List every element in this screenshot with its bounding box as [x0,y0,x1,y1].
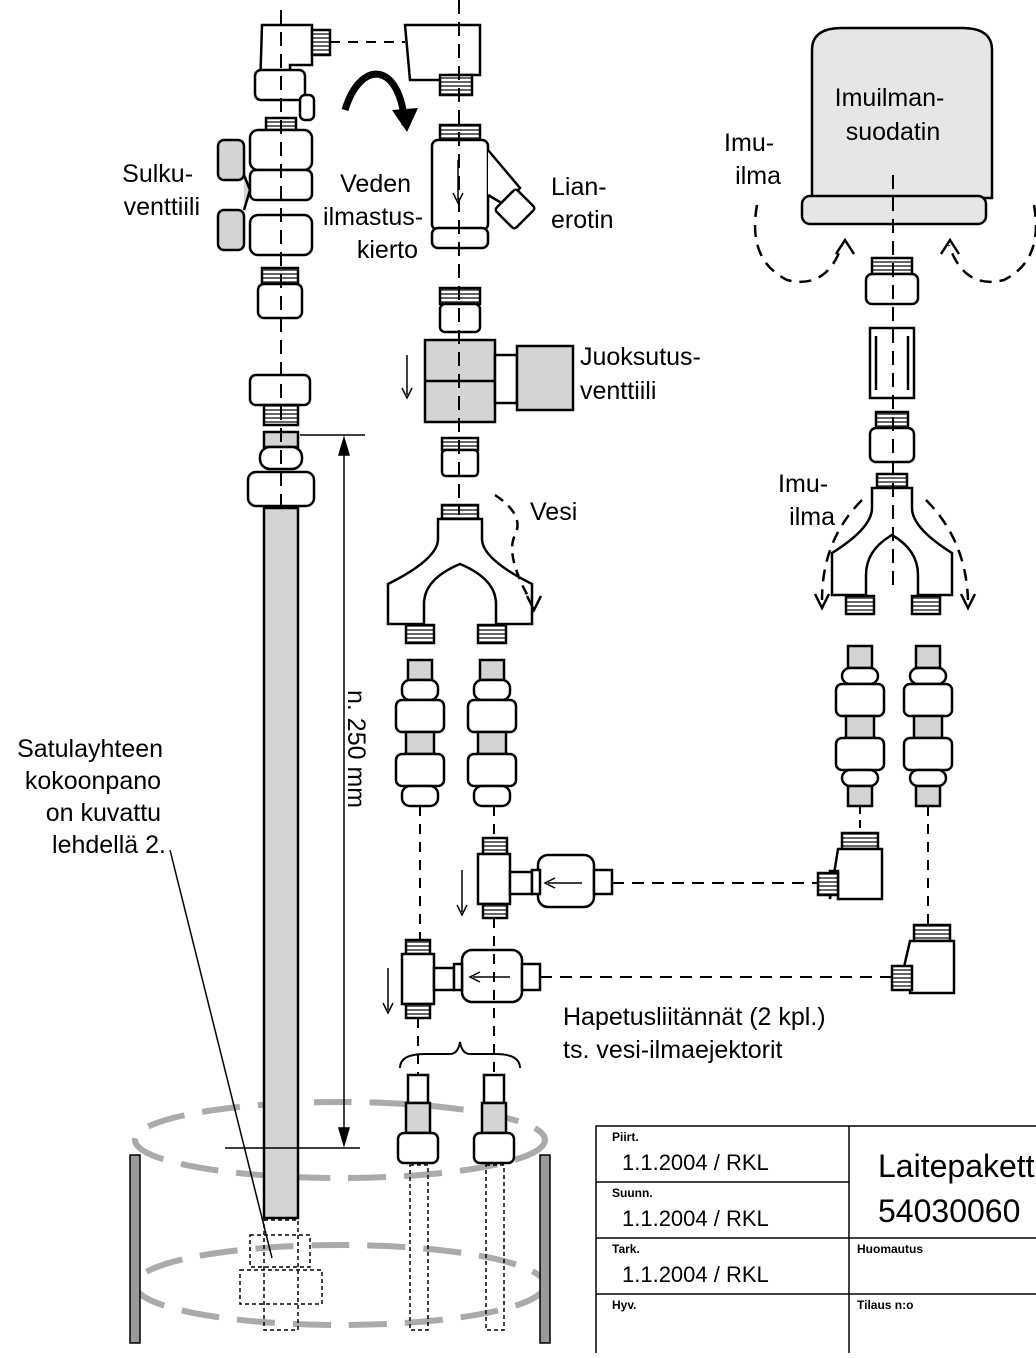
water-flow-arrow [494,493,532,601]
saddle-leader [169,849,273,1259]
order-label: Tilaus n:o [857,1298,913,1312]
saddle-note: Satulayhteen kokoonpano on kuvattu lehde… [17,735,170,859]
drawing-title: Laitepakett [878,1148,1035,1184]
designed-label: Suunn. [612,1186,653,1200]
tank [129,1099,551,1344]
shutoff-valve-label: Sulku- venttiili [122,160,200,221]
approved-label: Hyv. [612,1298,636,1312]
drawn-value: 1.1.2004 / RKL [622,1150,769,1175]
rotation-arrow-head [392,108,418,132]
water-aeration-label: Veden ilmastus- kierto [323,170,430,264]
brace [399,1041,521,1069]
middle-column [386,23,614,1331]
flow-arrows [382,160,582,1015]
strainer-label: Lian- erotin [551,173,614,234]
checked-label: Tark. [612,1242,640,1256]
rotation-arrow [341,70,409,126]
drawing-number: 54030060 [878,1193,1020,1229]
drawn-label: Piirt. [612,1130,639,1144]
intake-air-mid-label: Imu- ilma [778,470,835,531]
intake-air-top-label: Imu- ilma [724,129,781,190]
tank-wall-left [129,1154,141,1344]
right-column [800,26,994,995]
title-block: Piirt. 1.1.2004 / RKL Suunn. 1.1.2004 / … [595,1125,1036,1358]
remarks-label: Huomautus [857,1242,923,1256]
aeration-connections-label: Hapetusliitännät (2 kpl.) ts. vesi-ilmae… [563,1003,833,1064]
drain-valve-label: Juoksutus- venttiili [580,343,708,405]
water-label: Vesi [530,498,577,526]
tank-wall-right [539,1154,551,1344]
designed-value: 1.1.2004 / RKL [622,1206,769,1231]
left-column [216,23,332,1331]
dimension-label: n. 250 mm [342,690,370,808]
intake-filter-label: Imuilman- suodatin [835,84,952,146]
dimension-250 [225,434,365,1149]
checked-value: 1.1.2004 / RKL [622,1262,769,1287]
